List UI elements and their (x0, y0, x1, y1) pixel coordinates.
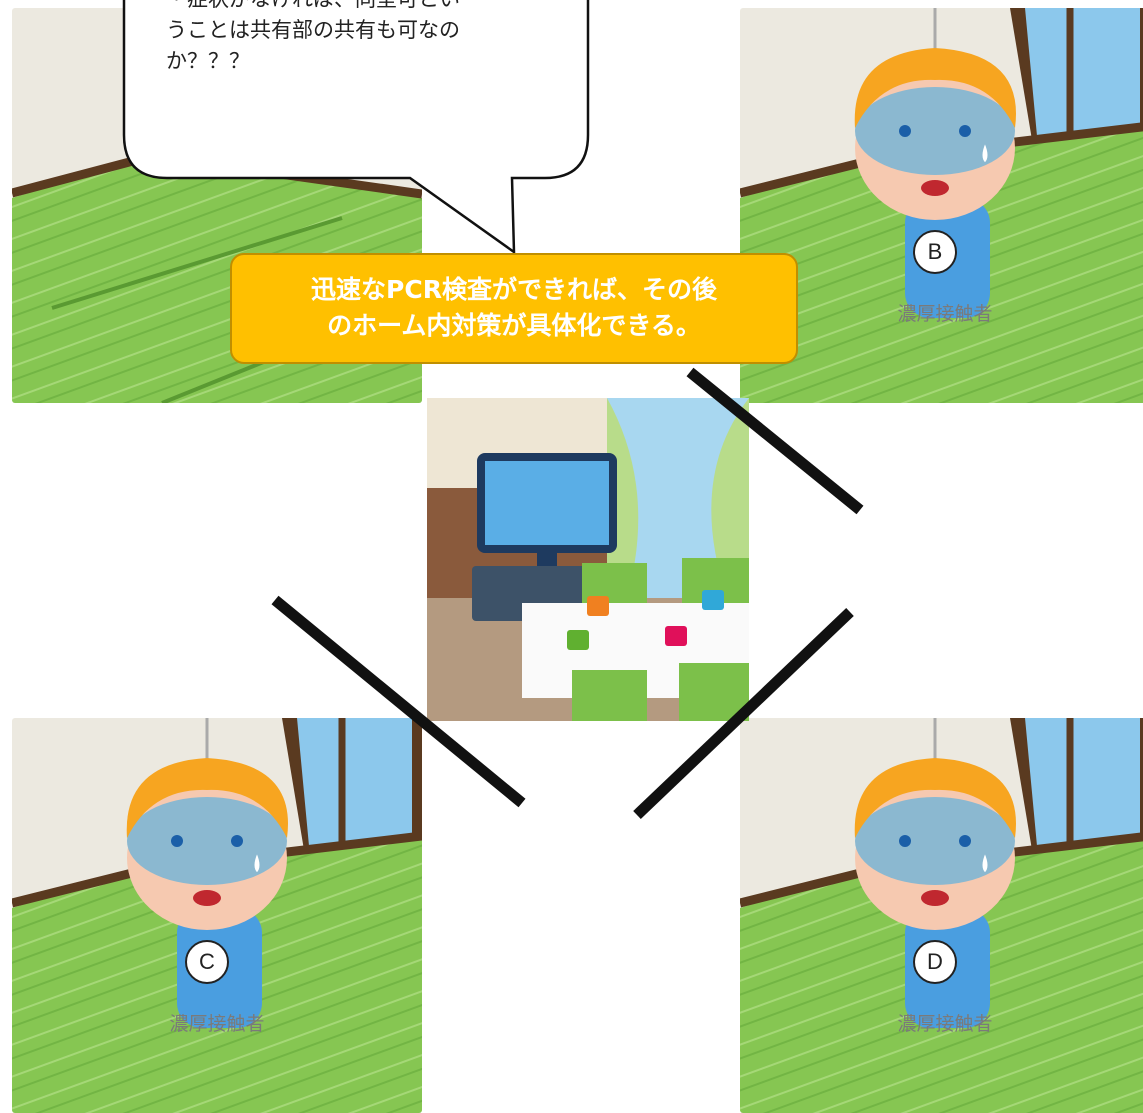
mug-icon (665, 626, 687, 646)
person-c-label: 濃厚接触者 (169, 1013, 265, 1035)
callout-line-2: のホーム内対策が具体化できる。 (327, 311, 701, 340)
boy-illustration (126, 758, 288, 1028)
person-b-badge: B (913, 230, 957, 274)
person-d-label: 濃厚接触者 (897, 1013, 993, 1035)
mug-icon (702, 590, 724, 610)
speech-bubble-text: ・症状がなければ、同室可とい うことは共有部の共有も可なの か？？？ (166, 0, 460, 73)
person-b-label: 濃厚接触者 (897, 303, 993, 325)
person-d-badge: D (913, 940, 957, 984)
tv-icon (472, 453, 622, 621)
room-b-illustration: B 濃厚接触者 (740, 8, 1143, 403)
living-room-illustration (427, 398, 749, 721)
connector-line (686, 367, 864, 515)
mug-icon (567, 630, 589, 650)
pcr-callout: 迅速なPCR検査ができれば、その後 のホーム内対策が具体化できる。 (230, 253, 798, 364)
callout-line-1: 迅速なPCR検査ができれば、その後 (311, 275, 717, 304)
room-d-illustration: D 濃厚接触者 (740, 718, 1143, 1113)
person-c-badge: C (185, 940, 229, 984)
connector-line (633, 608, 854, 819)
boy-illustration (854, 48, 1016, 318)
mug-icon (587, 596, 609, 616)
connector-line (271, 595, 526, 808)
room-c-illustration: C 濃厚接触者 (12, 718, 422, 1113)
